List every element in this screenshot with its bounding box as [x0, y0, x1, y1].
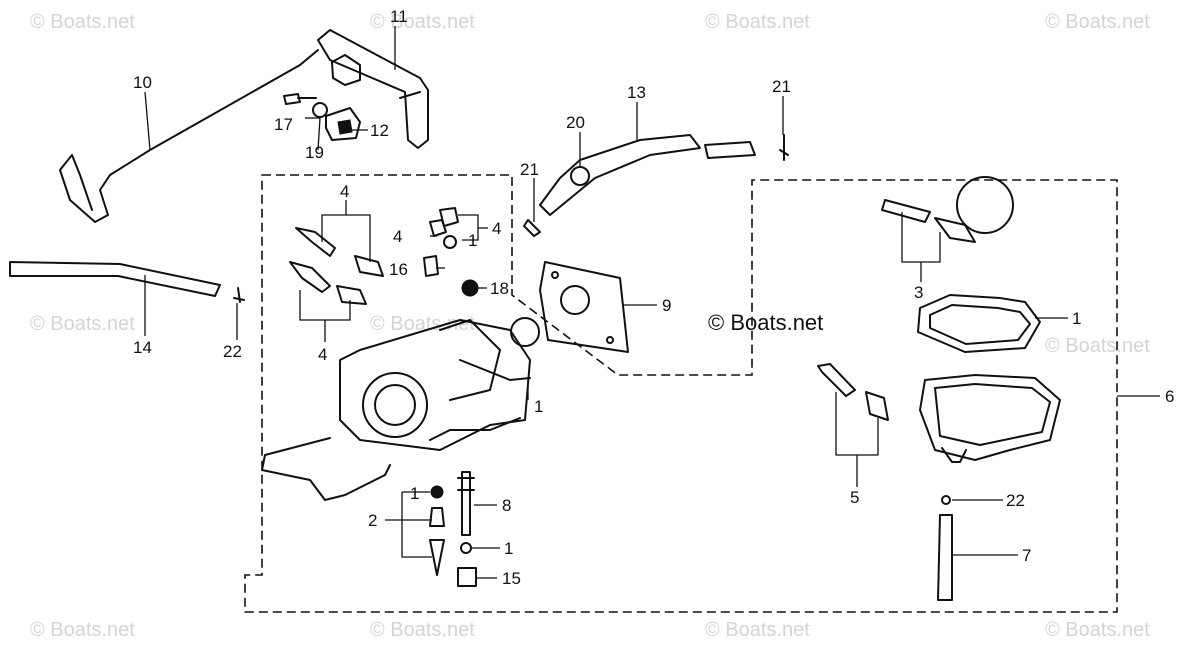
callout-21-top: 21 — [772, 77, 791, 96]
part-11-bracket — [317, 29, 429, 149]
part-1-bowl-gasket — [917, 294, 1041, 353]
callout-22-right: 22 — [1006, 491, 1025, 510]
part-5-spring — [865, 391, 889, 421]
callout-2: 2 — [368, 511, 377, 530]
callout-11: 11 — [390, 7, 408, 26]
part-10-rod — [59, 49, 319, 223]
callout-1-oring: 1 — [504, 539, 513, 558]
callout-20: 20 — [566, 113, 585, 132]
watermark-bottom-left: © Boats.net — [30, 619, 135, 641]
choke-wire — [261, 437, 391, 501]
part-12-cap — [325, 107, 361, 141]
callout-19: 19 — [305, 143, 324, 162]
watermark-top-right1: © Boats.net — [705, 11, 810, 33]
callout-8: 8 — [502, 496, 511, 515]
callout-7: 7 — [1022, 546, 1031, 565]
leader-lines — [144, 26, 1160, 579]
watermark-top-mid: © Boats.net — [370, 11, 475, 33]
part-14-hose — [9, 261, 221, 297]
part-1-oring-a — [430, 485, 444, 499]
watermark-mid-left: © Boats.net — [30, 313, 135, 335]
callout-18: 18 — [490, 279, 509, 298]
callout-15: 15 — [502, 569, 521, 588]
callout-12: 12 — [370, 121, 389, 140]
part-2-float-valve — [429, 539, 445, 576]
part-3-float — [881, 176, 1014, 243]
part-9-gasket — [539, 261, 629, 353]
part-7-drain-tube — [937, 514, 953, 601]
part-4-screws — [289, 207, 459, 305]
part-21-pin-top — [779, 134, 789, 161]
callout-14: 14 — [133, 338, 152, 357]
part-22-pin-left — [233, 287, 245, 303]
callout-1-body: 1 — [534, 397, 543, 416]
part-15-nut — [457, 567, 477, 587]
part-16-jet — [423, 255, 439, 277]
watermark-bottom-right1: © Boats.net — [705, 619, 810, 641]
callout-4-bottom: 4 — [318, 345, 327, 364]
part-2-main-jet — [429, 507, 445, 527]
callout-13: 13 — [627, 83, 646, 102]
callout-10: 10 — [133, 73, 152, 92]
callout-5: 5 — [850, 488, 859, 507]
callouts: 11 10 17 19 12 13 20 21 21 14 22 4 4 4 4… — [133, 7, 1174, 588]
watermark-top-right2: © Boats.net — [1045, 11, 1150, 33]
callout-22-left: 22 — [223, 342, 242, 361]
part-8-needle-jet — [457, 471, 475, 536]
part-13-hose-end — [704, 141, 756, 159]
watermark-bottom-mid: © Boats.net — [370, 619, 475, 641]
part-17-screw — [283, 93, 317, 105]
watermark-top-left: © Boats.net — [30, 11, 135, 33]
part-13-hose — [539, 134, 701, 216]
carburetor-body — [339, 317, 540, 451]
part-18-plug — [461, 279, 479, 297]
watermark-bottom-right2: © Boats.net — [1045, 619, 1150, 641]
callout-4-top: 4 — [340, 182, 349, 201]
part-6-float-bowl — [919, 374, 1061, 463]
callout-1-jet: 1 — [410, 484, 419, 503]
part-19-washer — [312, 102, 328, 118]
part-20-clip — [570, 166, 590, 186]
part-22-oring-right — [941, 495, 951, 505]
watermark-mid-center: © Boats.net — [370, 313, 475, 335]
watermark-center: © Boats.net — [708, 310, 823, 335]
callout-1-gasket: 1 — [1072, 309, 1081, 328]
part-5-screw — [817, 363, 856, 397]
part-1-oring-b — [460, 542, 472, 554]
watermarks: © Boats.net © Boats.net © Boats.net © Bo… — [30, 11, 1150, 641]
callout-21-left: 21 — [520, 160, 539, 179]
part-21-pin-left — [523, 219, 541, 237]
callout-17: 17 — [274, 115, 293, 134]
callout-9: 9 — [662, 296, 671, 315]
callout-1-upper: 1 — [468, 231, 477, 250]
callout-4-right: 4 — [492, 219, 501, 238]
callout-16: 16 — [389, 260, 408, 279]
callout-3: 3 — [914, 283, 923, 302]
callout-6: 6 — [1165, 387, 1174, 406]
watermark-mid-right: © Boats.net — [1045, 335, 1150, 357]
callout-4-mid: 4 — [393, 227, 402, 246]
carburetor-assembly-frame — [244, 174, 1118, 613]
